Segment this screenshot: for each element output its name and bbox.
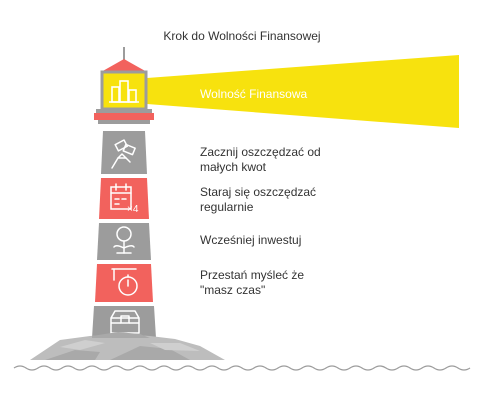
lantern-roof <box>101 59 147 72</box>
water-line <box>13 365 471 371</box>
stopwatch-icon <box>111 268 138 296</box>
tower-band-1 <box>101 131 147 174</box>
light-beam <box>147 55 459 128</box>
step-4-line-1: Przestań myśleć że <box>200 268 305 282</box>
rocks <box>30 332 225 360</box>
step-label-3: Wcześniej inwestuj <box>200 233 380 248</box>
gallery-rail <box>94 113 154 120</box>
step-4-line-2: "masz czas" <box>200 283 266 297</box>
calendar-x4-text: ×4 <box>127 204 139 215</box>
lantern-room <box>100 70 148 111</box>
step-1-line-2: małych kwot <box>200 160 267 174</box>
calendar-x4-icon <box>110 183 132 210</box>
gallery-top <box>96 109 152 113</box>
money-hand-icon <box>111 139 136 169</box>
tower-base <box>92 306 156 338</box>
beam-label: Wolność Finansowa <box>200 87 308 101</box>
step-label-1: Zacznij oszczędzać od małych kwot <box>200 145 380 175</box>
step-2-line-1: Staraj się oszczędzać <box>200 185 317 199</box>
step-label-4: Przestań myśleć że "masz czas" <box>200 268 380 298</box>
step-label-2: Staraj się oszczędzać regularnie <box>200 185 380 215</box>
money-plant-icon <box>113 226 135 254</box>
city-icon <box>109 80 139 103</box>
step-2-line-2: regularnie <box>200 200 254 214</box>
step-1-line-1: Zacznij oszczędzać od <box>200 145 321 159</box>
step-3-line-1: Wcześniej inwestuj <box>200 233 302 247</box>
diagram-title: Krok do Wolności Finansowej <box>163 29 321 43</box>
tower-band-4 <box>95 264 153 302</box>
gallery-bottom <box>98 120 150 124</box>
